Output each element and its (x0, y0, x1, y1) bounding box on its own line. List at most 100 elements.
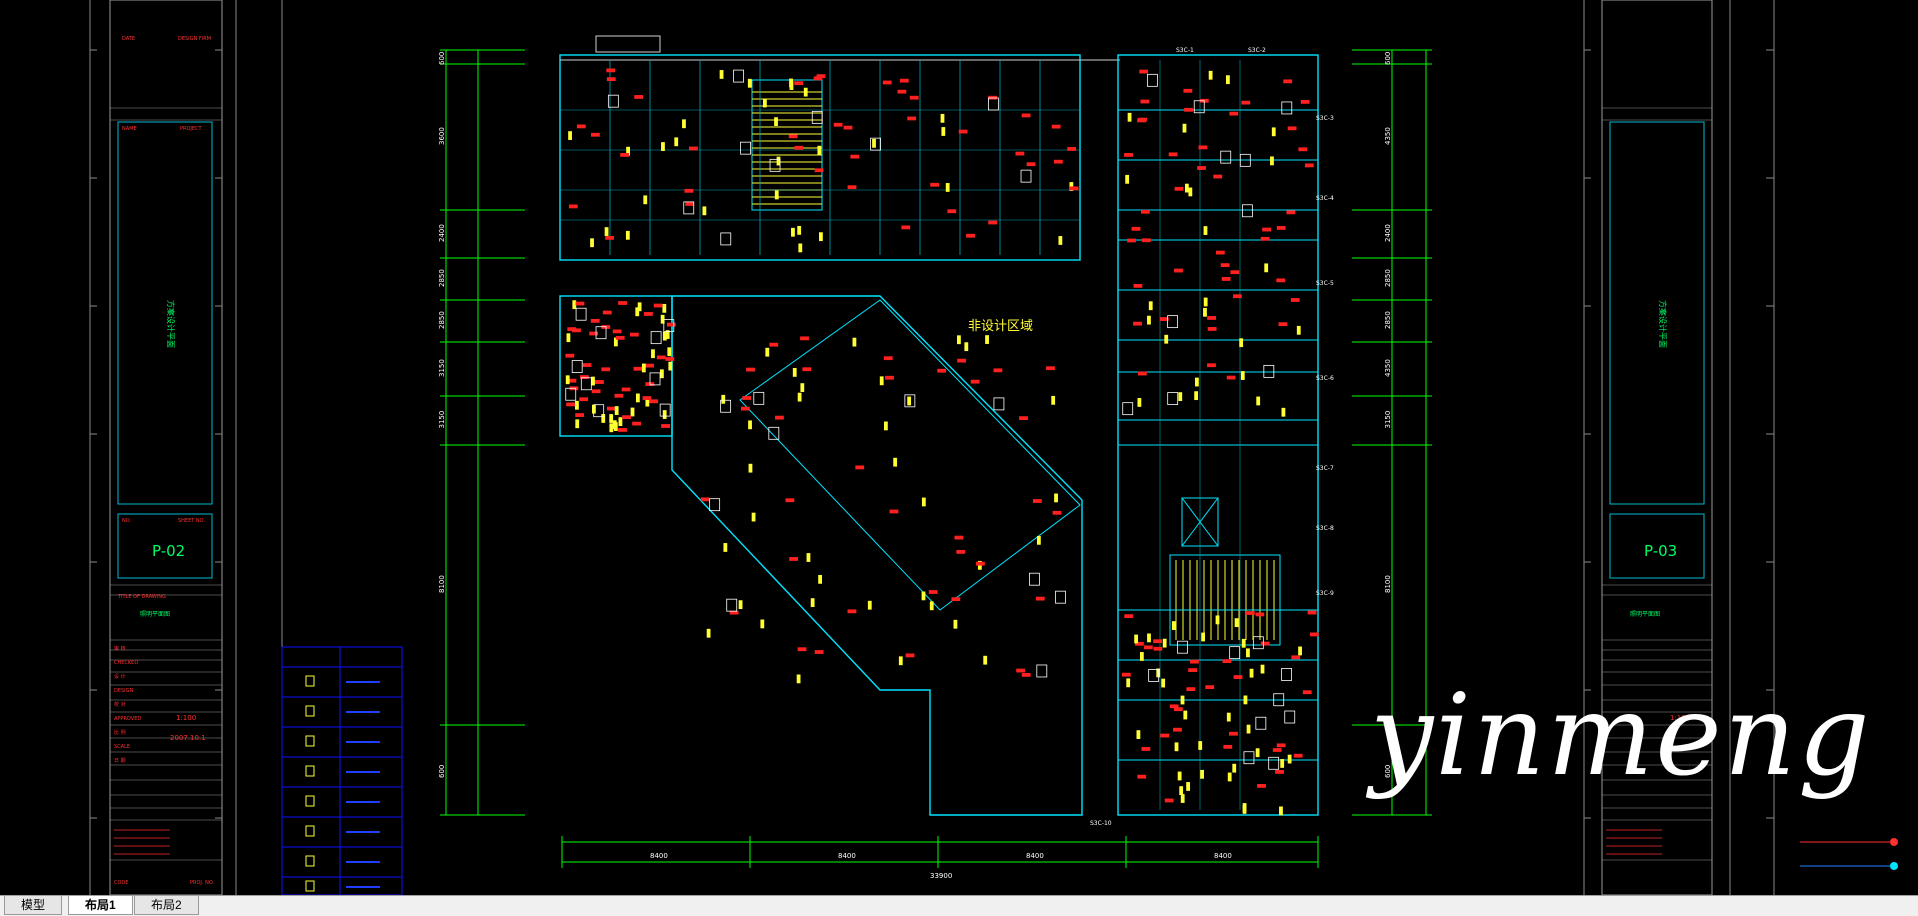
fixture-symbol (668, 361, 673, 371)
title-label: 比 例 (114, 729, 126, 736)
wall-top-block (559, 54, 1081, 261)
fixture-box (595, 326, 607, 340)
fixture-label (1026, 162, 1036, 167)
fixture-symbol (940, 113, 945, 123)
fixture-symbol (798, 243, 803, 253)
fixture-symbol (1147, 315, 1151, 325)
dim-total-bottom: 33900 (930, 872, 952, 880)
fixture-symbol (1260, 664, 1265, 674)
fixture-symbol (1296, 325, 1301, 335)
fixture-symbol (748, 420, 752, 430)
fixture-symbol (817, 145, 822, 155)
title-block-project-box-right (1609, 121, 1705, 505)
fixture-symbol (1279, 806, 1283, 816)
fixture-label (629, 332, 639, 337)
legend-symbol (305, 825, 315, 837)
tab-layout-2[interactable]: 布局2 (134, 896, 199, 915)
fixture-label (1207, 316, 1217, 320)
fixture-label (1035, 596, 1045, 601)
fixture-symbol (1188, 187, 1193, 197)
fixture-box (1241, 204, 1253, 218)
fixture-box (720, 399, 732, 413)
fixture-label (897, 89, 907, 94)
fixture-label (1121, 672, 1131, 677)
dim-text-left: 600 (438, 52, 446, 65)
fixture-label (1222, 659, 1232, 663)
fixture-symbol (1126, 678, 1131, 688)
fixture-symbol (983, 655, 988, 665)
fixture-label (1137, 118, 1146, 123)
fixture-label (800, 336, 809, 341)
fixture-label (633, 366, 643, 371)
title-block-project-box (117, 121, 213, 505)
fixture-label (1302, 690, 1312, 695)
fixture-symbol (1198, 741, 1203, 750)
title-label: SCALE (114, 744, 130, 750)
fixture-label (833, 122, 843, 127)
fixture-symbol (575, 419, 580, 429)
fixture-symbol (565, 375, 570, 385)
fixture-symbol (651, 349, 655, 359)
legend-symbol (305, 675, 315, 687)
fixture-box (571, 360, 583, 373)
fixture-label (954, 535, 964, 540)
roof-element (595, 35, 661, 53)
fixture-label (1140, 99, 1150, 104)
fixture-label (930, 182, 940, 187)
fixture-symbol (1298, 646, 1302, 656)
legend-dot-red (1890, 838, 1898, 846)
fixture-symbol (738, 600, 743, 610)
fixture-symbol (1156, 668, 1161, 678)
vertical-title: 方案设计平面 (1658, 300, 1668, 348)
fixture-symbol (748, 463, 753, 473)
fixture-label (1230, 270, 1240, 275)
fixture-symbol (1139, 652, 1144, 661)
fixture-label (802, 367, 812, 372)
fixture-box (663, 319, 675, 333)
fixture-box (1036, 664, 1048, 678)
fixture-label (565, 353, 575, 358)
fixture-label (1127, 238, 1136, 243)
dim-text-left: 8100 (438, 575, 446, 593)
fixture-label (605, 235, 615, 240)
fixture-label (1257, 784, 1266, 788)
fixture-box (649, 372, 661, 386)
fixture-symbol (1184, 183, 1189, 193)
fixture-label (1052, 510, 1062, 515)
fixture-symbol (1227, 772, 1232, 782)
fixture-label (907, 116, 917, 121)
fixture-box (1268, 756, 1280, 770)
fixture-label (1229, 731, 1238, 736)
title-label: 设 计 (114, 673, 126, 680)
fixture-label (589, 331, 599, 336)
title-block-right (1601, 0, 1713, 895)
fixture-label (576, 124, 586, 129)
dim-text-right: 3150 (1384, 411, 1392, 429)
section-mark: S3C-2 (1248, 47, 1266, 54)
fixture-box (1122, 402, 1134, 416)
fixture-label (901, 225, 911, 230)
fixture-box (1252, 636, 1264, 650)
fixture-symbol (803, 87, 808, 97)
fixture-symbol (1136, 730, 1141, 740)
fixture-symbol (797, 392, 802, 402)
fixture-symbol (601, 414, 606, 423)
fixture-label (905, 653, 915, 658)
tab-layout-1[interactable]: 布局1 (68, 896, 133, 915)
fixture-label (656, 355, 666, 360)
fixture-label (1286, 210, 1296, 215)
dim-text-left: 3600 (438, 127, 446, 145)
fixture-label (666, 322, 676, 327)
fixture-symbol (1137, 398, 1142, 407)
fixture-label (814, 168, 824, 173)
fixture-symbol (1186, 782, 1191, 791)
fixture-label (794, 81, 804, 86)
fixture-box (1263, 364, 1275, 378)
fixture-label (653, 303, 663, 308)
fixture-label (951, 597, 961, 602)
section-mark: S3C-8 (1316, 525, 1334, 532)
fixture-symbol (575, 400, 579, 410)
fixture-label (1276, 278, 1286, 283)
tab-model[interactable]: 模型 (4, 896, 63, 915)
